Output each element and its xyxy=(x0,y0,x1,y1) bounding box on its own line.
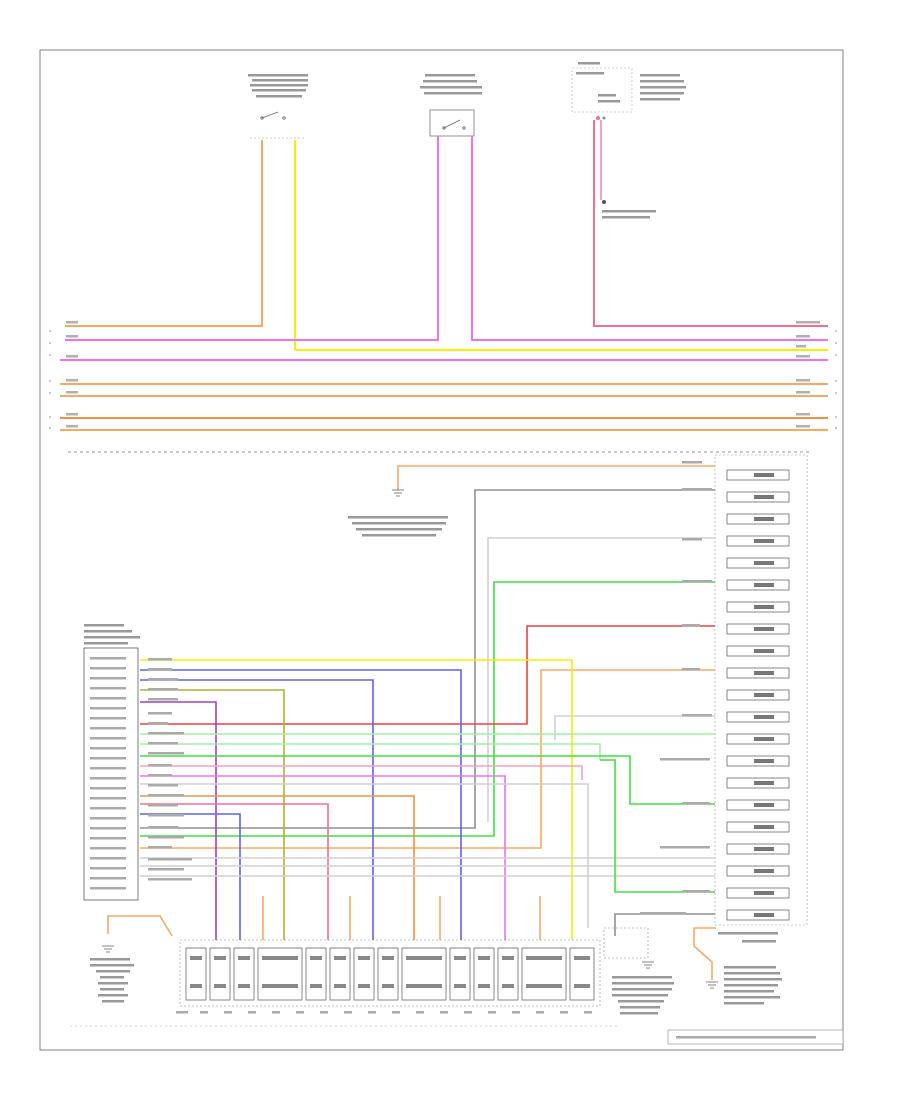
top-left-module xyxy=(248,74,308,139)
wire-purple xyxy=(140,701,217,940)
wire-red-pink xyxy=(593,120,828,327)
left-control-module xyxy=(83,624,140,901)
top-center-module-box xyxy=(429,109,475,137)
wire-orange xyxy=(65,140,263,327)
bottom-center-ground-label xyxy=(612,976,674,1015)
bus-wire-labels xyxy=(66,321,820,428)
bottom-center-ground-box xyxy=(603,927,649,959)
ground-icon xyxy=(392,489,404,497)
footer-caption-mark xyxy=(676,1036,816,1039)
bottom-left-ground-label xyxy=(90,958,134,1003)
wire-red-pink xyxy=(140,803,329,940)
footer-caption-box xyxy=(667,1029,844,1045)
right-connector-fuse-symbols xyxy=(754,473,774,917)
bottom-right-ground-label xyxy=(724,966,782,1005)
horizontal-bus xyxy=(60,349,828,431)
right-connector-block xyxy=(714,454,808,943)
wire-light-green xyxy=(140,743,601,760)
top-center-module xyxy=(420,74,482,137)
wire-pink xyxy=(65,136,439,341)
top-center-module-label xyxy=(420,74,482,95)
bottom-connector-row xyxy=(70,939,620,1027)
left-control-module-label xyxy=(84,624,140,645)
wire-orange xyxy=(140,669,715,849)
switch-icon xyxy=(442,119,466,130)
switch-icon xyxy=(260,111,286,120)
wire-light-gray xyxy=(140,783,589,928)
wire-pink xyxy=(140,775,506,940)
wire-light-gray xyxy=(487,537,715,822)
bottom-connector-pins xyxy=(190,956,590,988)
wire-yellow xyxy=(140,659,573,940)
wire-gray xyxy=(140,489,715,829)
wire-green xyxy=(140,581,715,837)
left-control-module-box xyxy=(83,647,139,901)
wire-light-gray xyxy=(554,715,715,740)
splice-ground xyxy=(348,465,715,537)
wire-gray xyxy=(614,913,715,936)
ground-icon xyxy=(102,945,114,953)
top-left-module-label xyxy=(248,74,308,98)
wire-green xyxy=(600,759,715,893)
ground-icon xyxy=(642,961,654,969)
left-control-module-pins xyxy=(90,657,126,890)
wire-red xyxy=(140,625,715,725)
bottom-right-ground xyxy=(693,927,782,1005)
right-connector-frame xyxy=(714,454,808,926)
bottom-stubs xyxy=(262,896,541,940)
wire-blue xyxy=(140,669,462,940)
top-right-sensor-label xyxy=(576,62,686,219)
bottom-connector-numbers xyxy=(176,1011,592,1014)
right-connector-labels xyxy=(718,932,778,943)
wire-light-pink xyxy=(140,765,583,780)
bottom-left-ground xyxy=(90,915,173,1003)
top-right-sensor-box xyxy=(571,67,633,113)
wire-pink xyxy=(471,136,828,341)
wire-olive xyxy=(140,689,285,940)
wire-green xyxy=(140,755,715,805)
interconnect-wires xyxy=(140,489,715,940)
bottom-center-ground xyxy=(603,927,674,1015)
wire-blue xyxy=(140,679,374,940)
sensor-icon xyxy=(596,116,600,120)
sensor-icon xyxy=(602,116,606,120)
diagram-frame xyxy=(39,49,844,1051)
wire-orange xyxy=(140,795,415,940)
top-right-sensor xyxy=(571,62,686,219)
bus-pin-markers xyxy=(49,330,837,429)
bottom-connector-frame xyxy=(179,939,601,1007)
sensor-icon xyxy=(602,200,606,204)
top-vertical-wires xyxy=(65,120,828,350)
wire-blue xyxy=(140,813,241,940)
splice-ground-label xyxy=(348,516,448,537)
bottom-connector-groups xyxy=(185,947,595,1001)
ground-icon xyxy=(706,981,718,989)
wire-code-labels xyxy=(148,461,712,915)
